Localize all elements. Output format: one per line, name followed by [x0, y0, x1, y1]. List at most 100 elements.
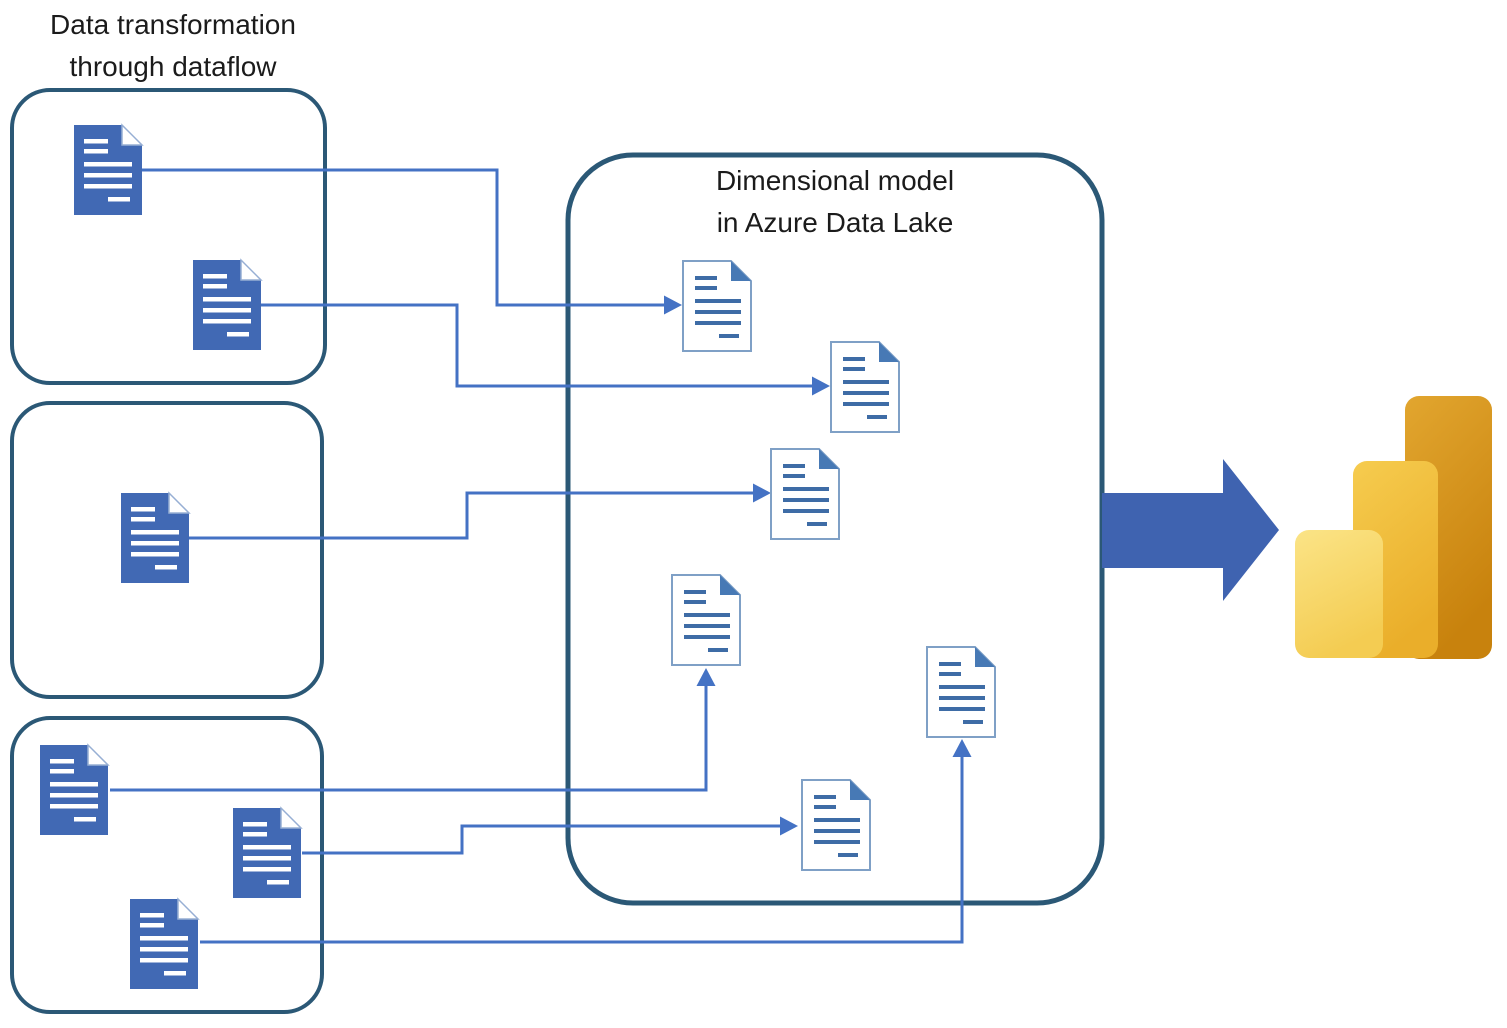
text-line	[84, 173, 132, 178]
text-line	[131, 517, 155, 522]
text-line	[695, 310, 741, 314]
text-line	[783, 464, 805, 468]
folded-corner	[720, 575, 740, 595]
text-line	[843, 391, 889, 395]
text-line	[140, 947, 188, 952]
arrowhead-icon	[696, 668, 716, 686]
document-page	[233, 808, 301, 898]
folded-corner	[850, 780, 870, 800]
text-line	[243, 867, 291, 872]
text-line	[814, 829, 860, 833]
connector-s4-to-m4	[110, 668, 716, 792]
document-page	[40, 745, 108, 835]
text-line	[783, 474, 805, 478]
folded-corner	[177, 897, 200, 920]
text-line	[84, 184, 132, 189]
text-line	[783, 509, 829, 513]
document-page	[193, 260, 261, 350]
text-line	[939, 662, 961, 666]
connector-line	[302, 824, 780, 855]
document-page	[682, 260, 752, 352]
text-line	[131, 541, 179, 546]
text-line	[267, 880, 289, 885]
folded-corner	[879, 342, 899, 362]
source-group-box-1	[10, 88, 327, 385]
text-line	[84, 162, 132, 167]
document-page	[926, 646, 996, 738]
source-group-box-2	[10, 401, 324, 699]
text-line	[164, 971, 186, 976]
text-line	[783, 487, 829, 491]
folded-corner	[280, 806, 303, 829]
text-line	[84, 149, 108, 154]
text-line	[843, 380, 889, 384]
document-page	[121, 493, 189, 583]
folded-corner	[240, 258, 263, 281]
connector-s2-to-m2	[261, 303, 830, 396]
model-document-icon-m5	[926, 646, 996, 738]
source-document-icon-s1	[74, 123, 144, 215]
text-line	[140, 923, 164, 928]
text-line	[108, 197, 130, 202]
text-line	[843, 357, 865, 361]
model-document-icon-m6	[801, 779, 871, 871]
folded-corner	[121, 123, 144, 146]
arrowhead-icon	[780, 816, 798, 836]
text-line	[243, 822, 267, 827]
text-line	[814, 805, 836, 809]
model-box-title: Dimensional model in Azure Data Lake	[568, 160, 1102, 244]
source-document-icon-s2	[193, 258, 263, 350]
source-document-icon-s6	[130, 897, 200, 989]
connector-s1-to-m1	[142, 168, 682, 315]
document-page	[74, 125, 142, 215]
arrowhead-icon	[664, 295, 682, 315]
model-title-line1: Dimensional model	[715, 165, 955, 196]
connector-s3-to-m3	[189, 483, 771, 540]
connector-line	[189, 491, 753, 540]
text-line	[140, 913, 164, 918]
source-document-icon-s3	[121, 491, 191, 583]
text-line	[867, 415, 887, 419]
folded-corner	[168, 491, 191, 514]
text-line	[131, 530, 179, 535]
folded-corner	[819, 449, 839, 469]
folded-corner	[975, 647, 995, 667]
text-line	[50, 782, 98, 787]
text-line	[227, 332, 249, 337]
text-line	[140, 936, 188, 941]
document-page	[770, 448, 840, 540]
text-line	[695, 276, 717, 280]
model-document-icon-m3	[770, 448, 840, 540]
text-line	[843, 367, 865, 371]
text-line	[74, 817, 96, 822]
text-line	[203, 308, 251, 313]
connector-line	[261, 303, 812, 388]
arrowhead-icon	[753, 483, 771, 503]
text-line	[814, 840, 860, 844]
powerbi-logo-icon	[1295, 396, 1492, 659]
text-line	[50, 804, 98, 809]
text-line	[939, 696, 985, 700]
text-line	[203, 297, 251, 302]
text-line	[814, 795, 836, 799]
text-line	[814, 818, 860, 822]
arrowhead-icon	[952, 739, 972, 757]
text-line	[838, 853, 858, 857]
folded-corner	[87, 743, 110, 766]
text-line	[695, 286, 717, 290]
connector-line	[110, 686, 708, 792]
text-line	[684, 613, 730, 617]
text-line	[719, 334, 739, 338]
text-line	[684, 590, 706, 594]
document-page	[830, 341, 900, 433]
source-document-icon-s5	[233, 806, 303, 898]
text-line	[807, 522, 827, 526]
main-title-line2: through dataflow	[69, 51, 277, 82]
model-title-line2: in Azure Data Lake	[716, 207, 954, 238]
connector-line	[200, 757, 964, 944]
text-line	[50, 793, 98, 798]
text-line	[243, 856, 291, 861]
main-title: Data transformation through dataflow	[0, 4, 346, 88]
arrowhead-icon	[812, 376, 830, 396]
